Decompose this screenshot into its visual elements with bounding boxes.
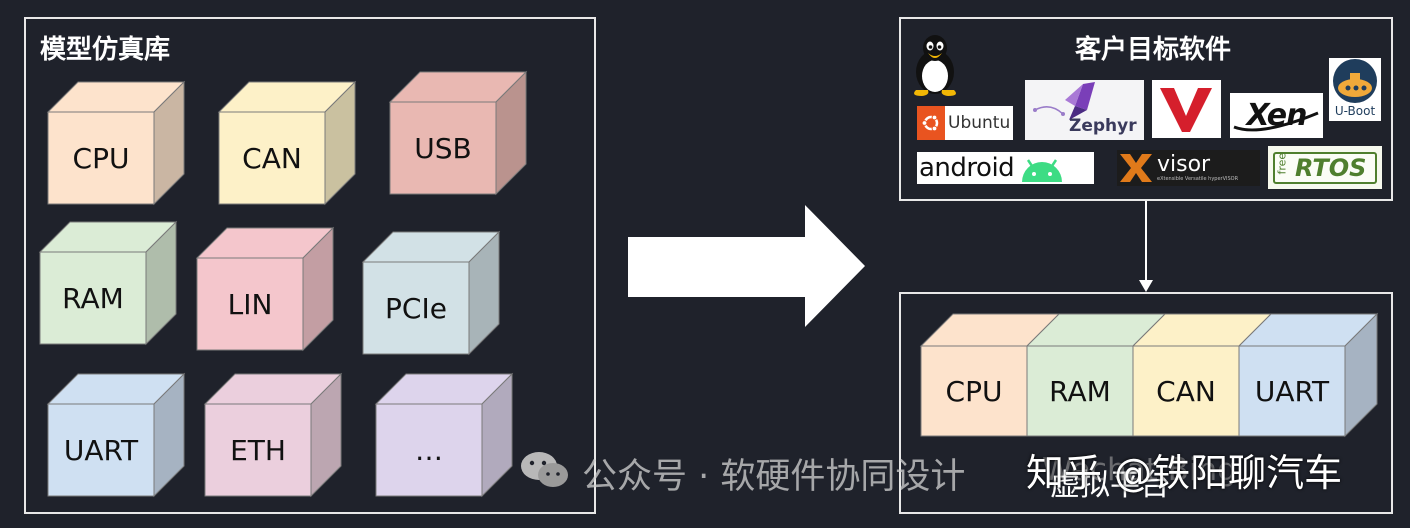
model-cube: CPU [46, 80, 186, 206]
model-cube: CAN [217, 80, 357, 206]
uboot-wordmark: U-Boot [1334, 104, 1376, 118]
vxworks-logo [1152, 80, 1221, 138]
zephyr-wordmark: Zephyr [1069, 116, 1137, 136]
virtual-platform-overlap-text: 虚拟平台 [1050, 468, 1170, 503]
model-cube: USB [388, 70, 528, 196]
cube-front-face [47, 403, 155, 497]
cube-front-face [375, 403, 483, 497]
model-cube: RAM [38, 220, 178, 346]
cube-front-face [389, 101, 497, 195]
wechat-watermark-tail: Wechat Bing [1042, 452, 1237, 488]
model-cube: ETH [203, 372, 343, 498]
cube-label: RAM [62, 281, 124, 315]
virtual-platform-panel [899, 292, 1393, 514]
block-front-face [1026, 345, 1134, 437]
cube-front-face [362, 261, 470, 355]
ubuntu-logo: Ubuntu [917, 106, 1013, 140]
block-label: RAM [1049, 374, 1111, 408]
zephyr-logo: Zephyr [1025, 80, 1144, 140]
cube-label: CPU [72, 141, 130, 175]
model-cube: … [374, 372, 514, 498]
xvisor-logo: visor eXtensible Versatile hyperVISOR [1117, 150, 1260, 186]
cube-label: USB [414, 131, 472, 165]
wechat-watermark: 公众号 · 软硬件协同设计 [582, 457, 966, 497]
cube-front-face [196, 257, 304, 351]
model-cube: PCIe [361, 230, 501, 356]
block-front-face [1238, 345, 1346, 437]
freertos-logo: free RTOS [1268, 146, 1382, 189]
xen-wordmark: Xen [1246, 98, 1308, 133]
cube-front-face [218, 111, 326, 205]
wechat-icon [521, 452, 568, 487]
model-cube: UART [46, 372, 186, 498]
linux-tux-icon [914, 35, 956, 96]
block-label: UART [1254, 374, 1330, 408]
cube-label: LIN [227, 287, 273, 321]
android-logo: android [917, 152, 1094, 184]
cube-label: PCIe [385, 291, 447, 325]
xvisor-wordmark: visor [1157, 151, 1211, 177]
model-cube: LIN [195, 226, 335, 352]
cube-front-face [47, 111, 155, 205]
ubuntu-wordmark: Ubuntu [948, 113, 1011, 133]
target-software-panel: 客户目标软件 [899, 17, 1393, 201]
cube-front-face [39, 251, 147, 345]
cube-label: ETH [230, 433, 286, 467]
xen-logo: Xen [1230, 93, 1323, 138]
model-library-panel: 模型仿真库 [24, 17, 596, 514]
android-wordmark: android [919, 153, 1015, 183]
xen-swoosh-icon [1233, 111, 1319, 132]
ubuntu-icon [917, 106, 945, 140]
cube-label: UART [63, 433, 139, 467]
zephyr-kite-icon [1033, 82, 1095, 120]
zhihu-watermark: 知乎 @铁阳聊汽车 [1026, 451, 1343, 495]
cube-label: … [415, 433, 443, 467]
block-label: CAN [1156, 374, 1216, 408]
cube-label: CAN [242, 141, 302, 175]
cube-front-face [204, 403, 312, 497]
block-side-face [1344, 312, 1378, 438]
uboot-logo: U-Boot [1329, 58, 1381, 121]
block-label: CPU [945, 374, 1003, 408]
xvisor-x-icon [1120, 154, 1152, 182]
target-software-title: 客户目标软件 [1074, 35, 1231, 65]
block-front-face [920, 345, 1028, 437]
block-front-face [1132, 345, 1240, 437]
android-robot-icon [1022, 159, 1063, 182]
vxworks-v-icon [1160, 88, 1212, 132]
freertos-wordmark: RTOS [1295, 153, 1367, 182]
uboot-submarine-icon [1333, 59, 1377, 103]
model-library-title: 模型仿真库 [40, 35, 171, 65]
xvisor-subtitle: eXtensible Versatile hyperVISOR [1157, 175, 1239, 182]
